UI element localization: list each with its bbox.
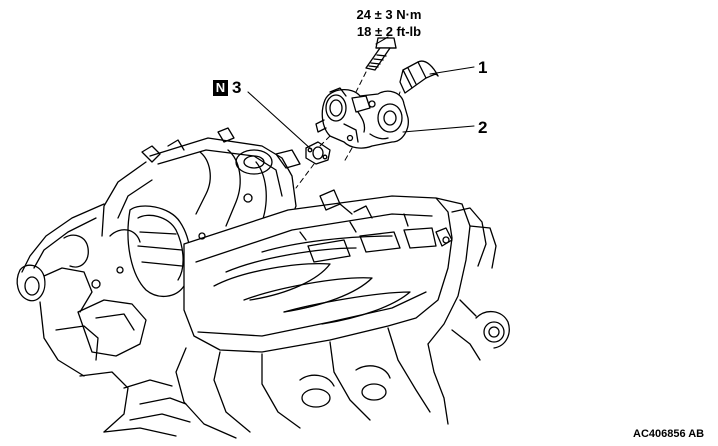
figure-id: AC406856 AB	[633, 428, 705, 440]
torque-metric: 24 ± 3 N·m	[356, 7, 422, 22]
torque-spec: 24 ± 3 N·m 18 ± 2 ft-lb	[344, 6, 434, 40]
callout-2: 2	[478, 118, 488, 137]
torque-imperial: 18 ± 2 ft-lb	[356, 24, 422, 39]
harness-connector	[399, 60, 439, 94]
callout-1: 1	[478, 58, 488, 77]
bolt	[365, 37, 397, 71]
leader-lines	[247, 36, 475, 151]
gasket	[305, 141, 331, 165]
throttle-body	[315, 87, 409, 149]
non-reusable-badge: N	[213, 80, 228, 96]
engine-block	[16, 127, 510, 439]
